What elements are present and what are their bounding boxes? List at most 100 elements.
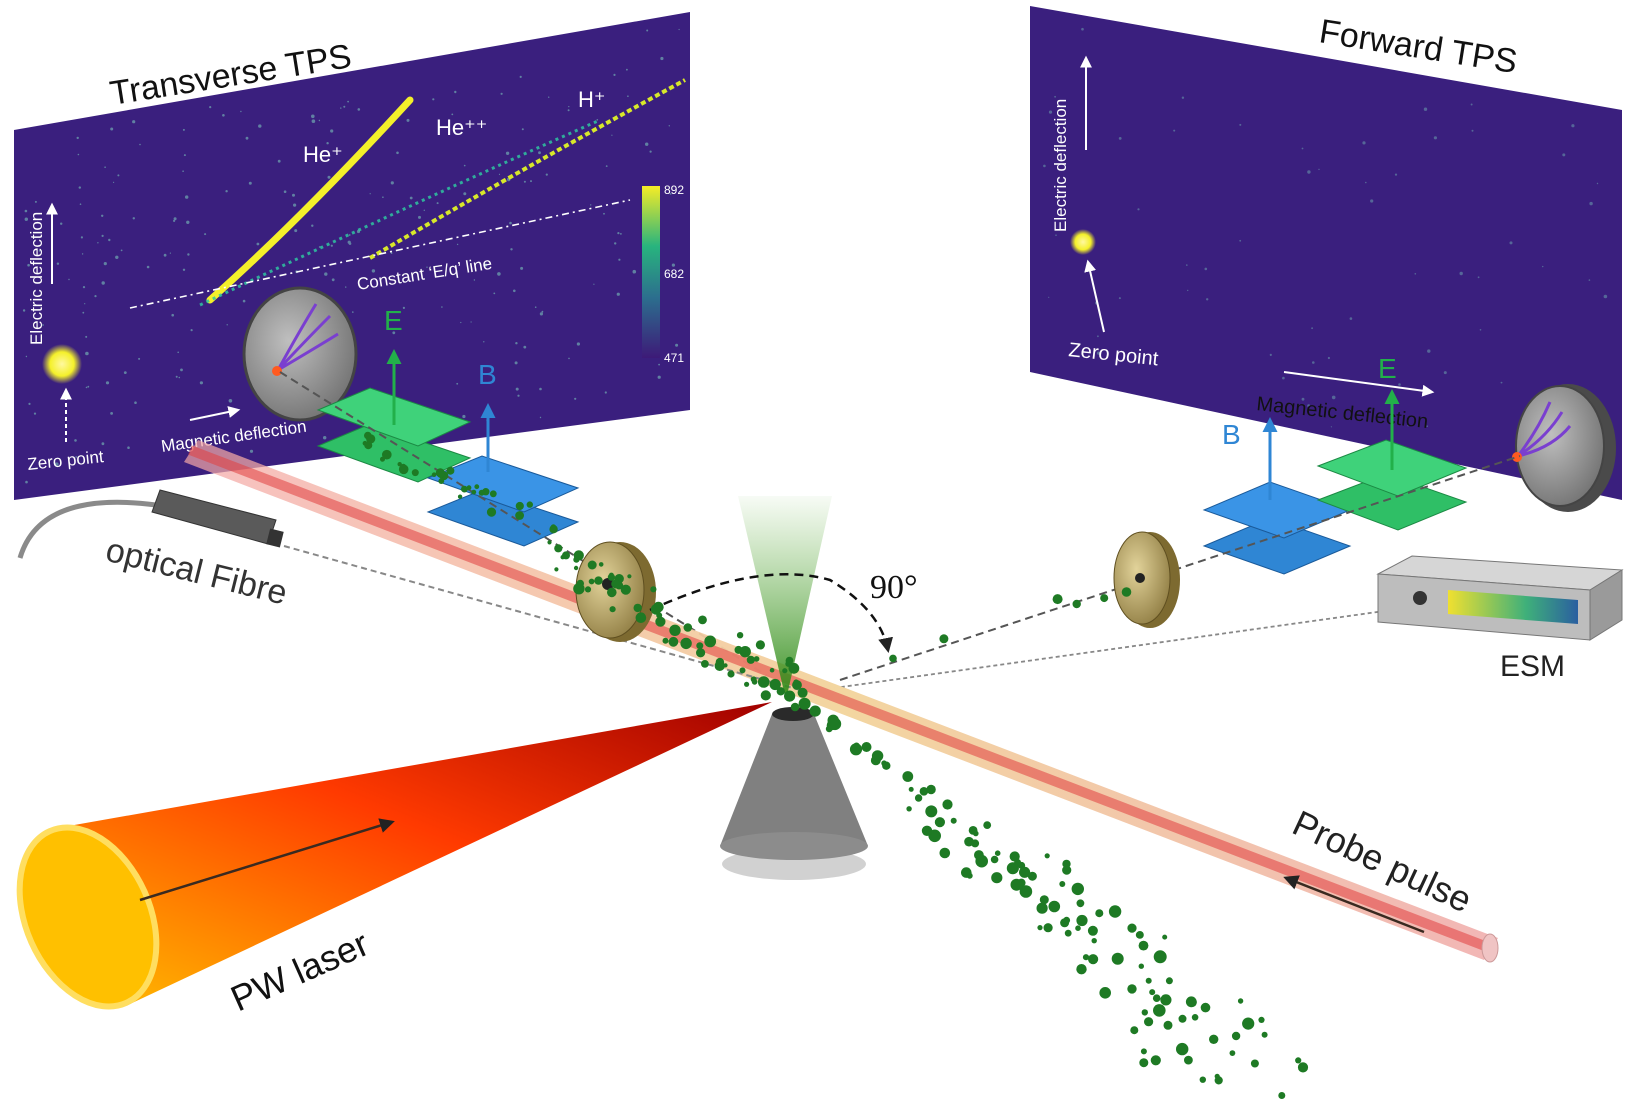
ion-particle — [1229, 1050, 1236, 1056]
right-beam-path — [839, 455, 1521, 681]
ion-particle — [1052, 594, 1063, 605]
ion-particle — [902, 771, 914, 782]
ion-particle — [526, 501, 533, 508]
ion-particle — [698, 615, 707, 625]
speckle — [473, 279, 476, 281]
ion-particle — [1100, 594, 1109, 603]
ion-particle — [746, 655, 755, 664]
speckle — [1137, 208, 1140, 211]
speckle — [1307, 170, 1311, 174]
forward-tps-speckles — [1043, 27, 1608, 431]
ion-particle — [785, 660, 792, 667]
speckle — [1571, 124, 1575, 128]
speckle — [256, 242, 260, 246]
speckle — [132, 217, 135, 220]
speckle — [113, 181, 115, 183]
speckle — [110, 412, 113, 415]
ion-particle — [411, 469, 419, 477]
speckle — [1055, 234, 1057, 236]
ion-particle — [991, 872, 1003, 884]
speckle — [520, 266, 524, 270]
speckle — [1301, 147, 1304, 150]
ion-particle — [594, 576, 603, 585]
speckle — [134, 401, 137, 405]
ion-particle — [701, 660, 709, 668]
ion-particle — [934, 817, 946, 828]
speckle — [1370, 199, 1374, 203]
speckle — [1269, 353, 1272, 356]
speckle — [1542, 265, 1544, 268]
zero-point-spot-right — [1070, 229, 1096, 255]
speckle — [22, 309, 26, 312]
ion-particle — [784, 690, 796, 702]
speckle — [1596, 182, 1599, 185]
ion-particle — [438, 478, 445, 484]
ion-particle — [1076, 899, 1085, 908]
speckle — [182, 170, 184, 172]
ion-particle — [1064, 929, 1072, 937]
speckle — [369, 193, 371, 195]
ion-particle — [1027, 871, 1037, 881]
ion-particle — [1199, 1076, 1207, 1083]
speckle — [505, 151, 510, 155]
speckle — [626, 68, 628, 71]
speckle — [104, 166, 106, 168]
speckle — [462, 414, 466, 419]
speckle — [175, 375, 178, 378]
speckle — [105, 381, 110, 385]
speckle — [402, 306, 405, 309]
ion-particle — [1088, 954, 1099, 965]
ion-particle — [973, 830, 979, 837]
speckle — [324, 272, 328, 276]
ion-particle — [547, 540, 552, 545]
speckle — [441, 306, 443, 308]
ion-particle — [588, 578, 595, 585]
speckle — [222, 114, 225, 117]
h-plus-label: H⁺ — [578, 87, 606, 112]
ion-particle — [1153, 1004, 1166, 1017]
speckle — [331, 278, 335, 282]
ion-particle — [609, 606, 616, 613]
ion-particle — [914, 794, 923, 802]
ion-particle — [950, 817, 957, 824]
speckle — [649, 150, 652, 153]
speckle — [1206, 298, 1209, 301]
speckle — [493, 292, 496, 295]
speckle — [497, 272, 501, 276]
speckle — [576, 342, 581, 346]
transverse-detector-disk — [242, 286, 358, 422]
ion-particle — [788, 662, 800, 674]
speckle — [94, 295, 97, 298]
speckle — [382, 196, 384, 198]
speckle — [467, 122, 469, 125]
speckle — [132, 120, 136, 124]
ion-particle — [576, 579, 584, 588]
right-foil-hole — [1135, 573, 1145, 583]
ion-particle — [515, 511, 524, 520]
speckle — [60, 222, 63, 225]
speckle — [1048, 296, 1050, 298]
speckle — [177, 351, 179, 354]
colorbar — [642, 186, 660, 358]
speckle — [1603, 294, 1608, 299]
speckle — [173, 217, 177, 221]
ion-particle — [1141, 1009, 1149, 1016]
speckle — [567, 109, 570, 112]
ion-particle — [1076, 964, 1087, 975]
speckle — [509, 221, 512, 225]
optical-fibre-cable — [17, 499, 157, 559]
ion-particle — [1138, 940, 1149, 951]
speckle — [675, 343, 679, 347]
speckle — [545, 173, 548, 176]
ion-particle — [554, 567, 559, 572]
speckle — [1330, 426, 1332, 428]
ion-particle — [870, 755, 881, 766]
speckle — [620, 233, 622, 235]
ion-particle — [1152, 994, 1161, 1002]
ion-particle — [906, 806, 912, 812]
ion-particle — [1140, 1048, 1147, 1055]
he-plus-trace — [206, 96, 414, 304]
speckle — [24, 209, 28, 213]
speckle — [186, 220, 190, 224]
speckle — [311, 114, 315, 119]
